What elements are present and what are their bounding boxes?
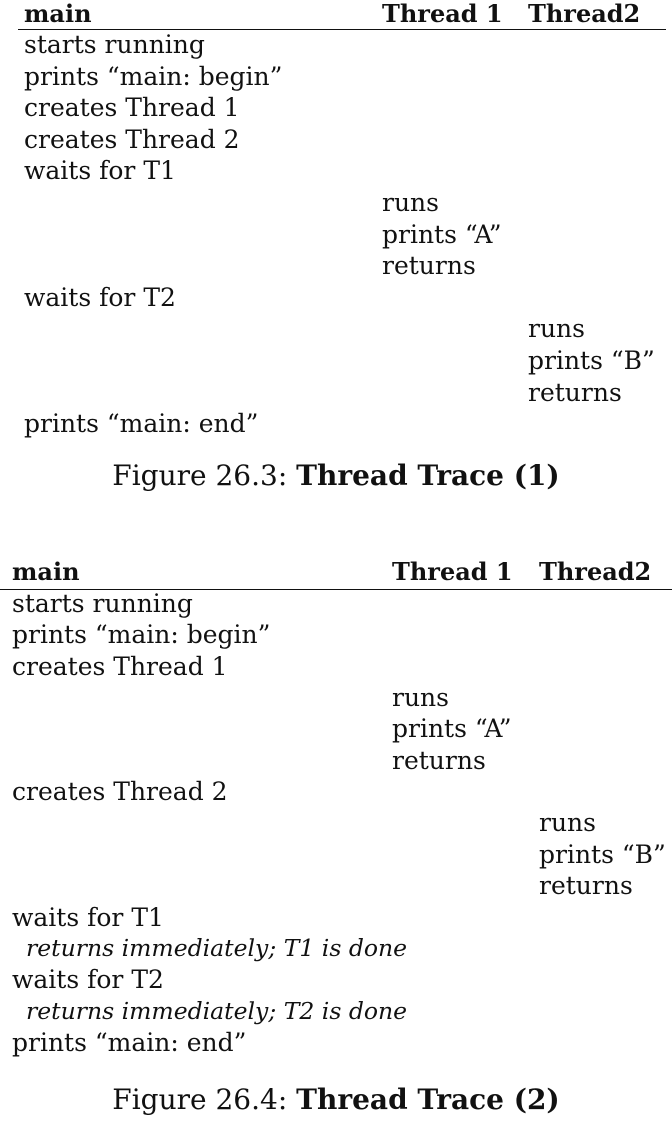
thread-1-cell: returns xyxy=(382,251,476,281)
column-header-thread-1: Thread 1 xyxy=(382,0,503,28)
figure-caption: Figure 26.3: Thread Trace (1) xyxy=(0,460,672,492)
main-cell: creates Thread 1 xyxy=(12,651,228,681)
caption-label: Figure 26.4: xyxy=(112,1083,297,1116)
main-cell: creates Thread 2 xyxy=(24,124,240,154)
header-rule xyxy=(0,589,672,591)
main-cell: starts running xyxy=(12,589,193,618)
thread-1-cell: runs xyxy=(392,683,449,713)
column-header-main: main xyxy=(12,557,80,586)
figure-thread-trace-1: main Thread 1 Thread2 Figure 26.3: Threa… xyxy=(0,0,672,500)
main-cell: prints “main: begin” xyxy=(12,620,271,650)
main-cell: prints “main: begin” xyxy=(24,61,283,91)
thread-2-cell: runs xyxy=(528,314,585,344)
main-cell: creates Thread 2 xyxy=(12,777,228,807)
main-cell: waits for T1 xyxy=(12,902,164,932)
thread-2-cell: prints “B” xyxy=(528,346,655,375)
main-cell: waits for T2 xyxy=(24,282,176,312)
thread-2-cell: prints “B” xyxy=(539,839,666,869)
thread-2-cell: returns xyxy=(539,871,633,901)
column-header-thread-2: Thread2 xyxy=(528,0,641,28)
main-cell: creates Thread 1 xyxy=(24,93,240,123)
column-header-thread-1: Thread 1 xyxy=(392,557,513,586)
main-note-cell: returns immediately; T1 is done xyxy=(26,933,408,962)
column-header-main: main xyxy=(24,0,92,28)
main-cell: starts running xyxy=(24,30,205,59)
main-cell: prints “main: end” xyxy=(12,1027,247,1057)
thread-1-cell: runs xyxy=(382,188,439,217)
thread-1-cell: returns xyxy=(392,745,486,775)
main-cell: prints “main: end” xyxy=(24,409,259,439)
caption-title: Thread Trace (1) xyxy=(296,459,560,492)
thread-1-cell: prints “A” xyxy=(382,219,502,249)
thread-1-cell: prints “A” xyxy=(392,714,512,744)
caption-label: Figure 26.3: xyxy=(112,459,297,492)
thread-2-cell: returns xyxy=(528,377,622,407)
figure-thread-trace-2: main Thread 1 Thread2 Figure 26.4: Threa… xyxy=(0,558,672,1122)
column-header-thread-2: Thread2 xyxy=(539,557,652,586)
main-note-cell: returns immediately; T2 is done xyxy=(26,996,408,1025)
header-rule xyxy=(18,29,666,31)
figure-caption: Figure 26.4: Thread Trace (2) xyxy=(0,1084,672,1116)
caption-title: Thread Trace (2) xyxy=(296,1083,560,1116)
main-cell: waits for T1 xyxy=(24,156,176,186)
main-cell: waits for T2 xyxy=(12,965,164,995)
thread-2-cell: runs xyxy=(539,808,596,838)
